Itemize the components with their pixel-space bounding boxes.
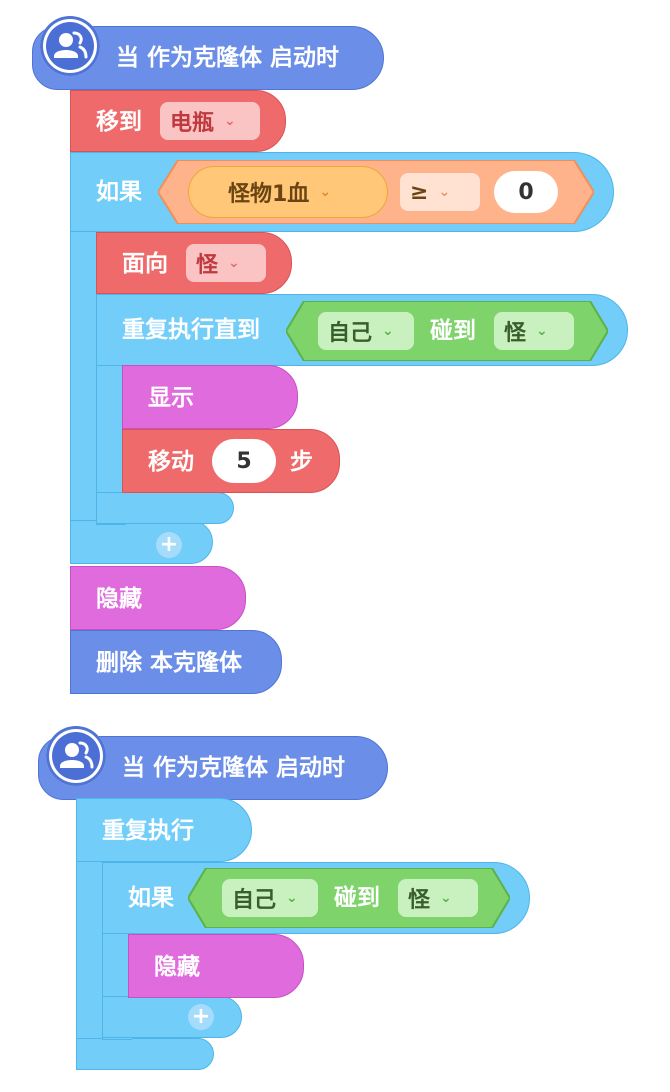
hide-label-2: 隐藏	[154, 954, 200, 980]
hide-block[interactable]	[70, 566, 246, 630]
touch-target-dropdown-2[interactable]: 怪 ⌄	[398, 879, 478, 917]
forever-header[interactable]	[76, 798, 252, 862]
chevron-down-icon: ⌄	[286, 890, 298, 906]
touch-self-dropdown-2[interactable]: 自己 ⌄	[222, 879, 318, 917]
hat-label: 当 作为克隆体 启动时	[116, 45, 340, 71]
move-to-target-dropdown[interactable]: 电瓶 ⌄	[160, 102, 260, 140]
touch-label-2: 碰到	[334, 885, 380, 911]
touch-self: 自己	[328, 321, 373, 346]
delete-clone-label: 删除 本克隆体	[96, 650, 243, 676]
chevron-down-icon: ⌄	[224, 113, 236, 129]
hide-block-2[interactable]	[128, 934, 304, 998]
if-label: 如果	[96, 179, 142, 205]
move-unit: 步	[290, 449, 313, 475]
show-label: 显示	[148, 385, 194, 411]
operator-dropdown[interactable]: ≥ ⌄	[400, 173, 480, 211]
if2-bottom[interactable]	[102, 996, 242, 1038]
touch-target-dropdown[interactable]: 怪 ⌄	[494, 312, 574, 350]
if2-label: 如果	[128, 885, 174, 911]
repeat-until-label: 重复执行直到	[122, 317, 260, 343]
forever-label: 重复执行	[102, 818, 194, 844]
forever-bottom[interactable]	[76, 1038, 214, 1070]
chevron-down-icon: ⌄	[536, 323, 548, 339]
operator-symbol: ≥	[410, 179, 429, 205]
users-icon	[40, 16, 100, 76]
users-icon	[46, 726, 106, 786]
move-to-label: 移到	[96, 109, 142, 135]
hat-label-2: 当 作为克隆体 启动时	[122, 755, 346, 781]
touch-label: 碰到	[430, 318, 476, 344]
move-steps-input[interactable]: 5	[212, 439, 276, 483]
variable-dropdown[interactable]: 怪物1血 ⌄	[218, 173, 358, 211]
if-block-bottom[interactable]	[70, 520, 213, 564]
show-block[interactable]	[122, 365, 298, 429]
face-target: 怪	[196, 253, 219, 278]
chevron-down-icon: ⌄	[438, 184, 451, 200]
touch-self-dropdown[interactable]: 自己 ⌄	[318, 312, 414, 350]
chevron-down-icon: ⌄	[440, 890, 452, 906]
face-label: 面向	[122, 251, 168, 277]
chevron-down-icon: ⌄	[228, 255, 240, 271]
if2-add-button[interactable]: +	[188, 1004, 214, 1030]
if-add-button[interactable]: +	[156, 532, 182, 558]
chevron-down-icon: ⌄	[319, 184, 332, 200]
move-label: 移动	[148, 449, 194, 475]
variable-name: 怪物1血	[228, 182, 310, 207]
delete-clone-block[interactable]	[70, 630, 282, 694]
touch-self-2: 自己	[232, 888, 277, 913]
repeat-until-bottom[interactable]	[96, 492, 234, 524]
touch-target: 怪	[504, 321, 527, 346]
move-to-target: 电瓶	[170, 111, 215, 136]
touch-target-2: 怪	[408, 888, 431, 913]
face-target-dropdown[interactable]: 怪 ⌄	[186, 244, 266, 282]
chevron-down-icon: ⌄	[382, 323, 394, 339]
hide-label: 隐藏	[96, 586, 142, 612]
compare-value-input[interactable]: 0	[494, 171, 558, 213]
